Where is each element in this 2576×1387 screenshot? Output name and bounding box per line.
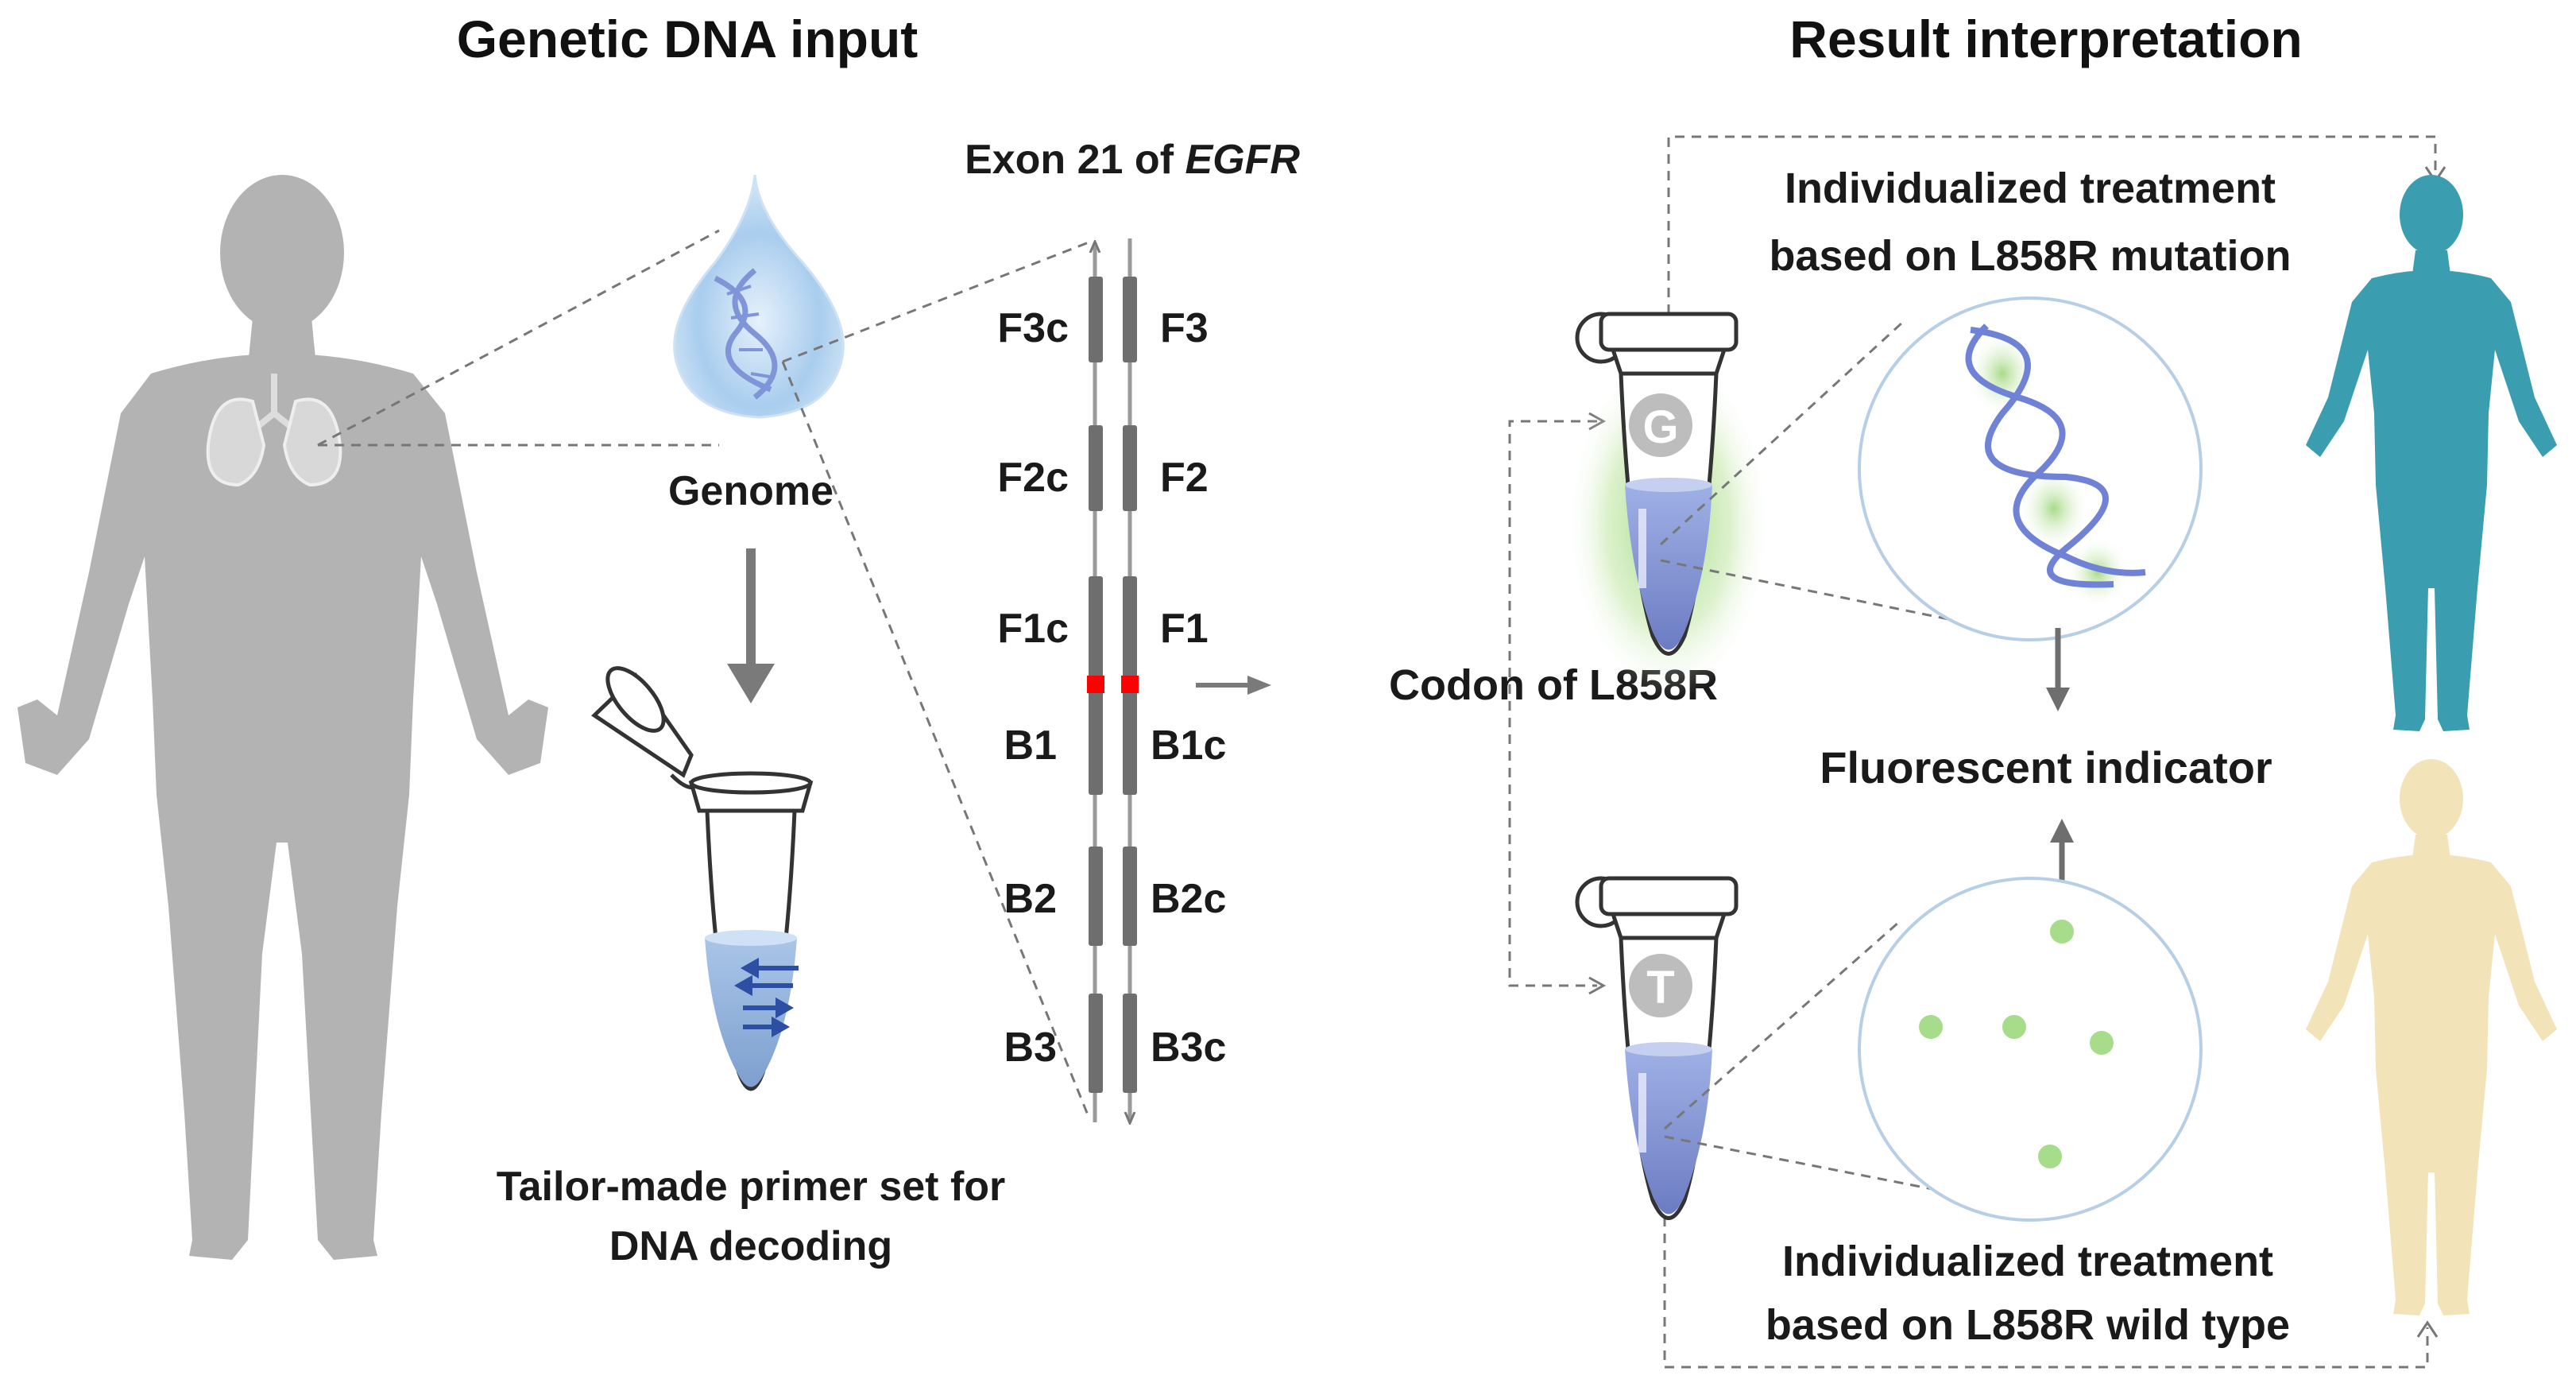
codon-to-tubes-connector [1508,420,1597,987]
zoom-line-upper [317,229,720,447]
segment-b1c [1123,692,1137,795]
segment-b2c [1123,847,1137,946]
exon-strand-diagram: F3c F2c F1c B1 B2 B3 F3 F2 F1 B1c B2c B3… [997,238,1226,1122]
strand-label-left-5: B3 [1004,1025,1057,1071]
fluorescent-dots [1919,920,2114,1168]
treatment-wildtype-line1: Individualized treatment [1782,1238,2273,1285]
treatment-mutation-line1: Individualized treatment [1785,165,2276,212]
magnifier-line-top-lower [1660,559,2031,637]
exon-title-gene: EGFR [1185,137,1300,183]
magnifier-line-bottom-upper [1664,920,1900,1130]
title-right: Result interpretation [1789,10,2302,68]
strand-label-left-4: B2 [1004,876,1057,922]
codon-arrow-icon [1196,676,1271,695]
segment-b3 [1089,994,1103,1093]
magnifier-circle-wildtype [1858,877,2203,1222]
strand-label-left-2: F1c [997,606,1069,652]
mutation-marker-left [1087,676,1104,693]
treatment-mutation-line2: based on L858R mutation [1769,232,2291,280]
tube-to-patient-wildtype-connector [1663,1200,2429,1369]
segment-f2 [1123,425,1137,511]
strand-label-right-3: B1c [1151,723,1226,769]
zoom-line-exon-bottom [781,361,1090,1118]
exon-title: Exon 21 of EGFR [965,137,1300,183]
patient-wildtype-silhouette [2306,759,2557,1315]
magnifier-line-top-upper [1659,320,1905,546]
strand-label-right-4: B2c [1151,876,1226,922]
segment-f1c [1089,576,1103,678]
dna-droplet-icon [673,174,845,419]
segment-f2c [1089,425,1103,511]
tube-bottom-letter: T [1646,962,1674,1013]
primer-label-line2: DNA decoding [609,1223,892,1269]
fluorescent-indicator-label: Fluorescent indicator [1820,742,2272,792]
treatment-wildtype-line2: based on L858R wild type [1766,1301,2290,1349]
tube-icon [1575,876,1739,1220]
magnifier-line-bottom-lower [1664,1135,2031,1210]
title-left: Genetic DNA input [457,10,919,68]
mutation-marker-right [1121,676,1139,693]
segment-f3 [1123,277,1137,362]
strand-label-left-0: F3c [997,305,1069,351]
tube-icon [1575,312,1739,656]
human-silhouette [17,175,548,1260]
primer-label-line1: Tailor-made primer set for [497,1164,1006,1210]
patient-wildtype-arrowhead [2416,1320,2439,1338]
lungs-icon [206,374,342,487]
down-arrow-icon [727,548,775,703]
strand-label-left-3: B1 [1004,723,1057,769]
strand-label-right-1: F2 [1160,455,1209,501]
segment-f1 [1123,576,1137,678]
patient-mutation-silhouette [2306,175,2557,731]
strand-label-right-0: F3 [1160,305,1209,351]
connector-arrowhead-bottom [1588,976,1607,995]
strand-label-right-5: B3c [1151,1025,1226,1071]
arrow-down-to-indicator-icon [2046,628,2070,711]
strand-label-right-2: F1 [1160,606,1209,652]
strand-label-left-1: F2c [997,455,1069,501]
dna-helix-icon [1965,324,2146,608]
segment-b2 [1089,847,1103,946]
zoom-line-exon-top [782,241,1089,363]
tube-to-patient-mutation-connector [1667,135,2437,314]
genome-label: Genome [668,468,834,514]
segment-f3c [1089,277,1103,362]
segment-b1 [1089,692,1103,795]
segment-b3c [1123,994,1137,1093]
tube-top-letter: G [1642,401,1678,453]
exon-title-prefix: Exon 21 of [965,137,1185,183]
tube-icon [591,666,814,1091]
